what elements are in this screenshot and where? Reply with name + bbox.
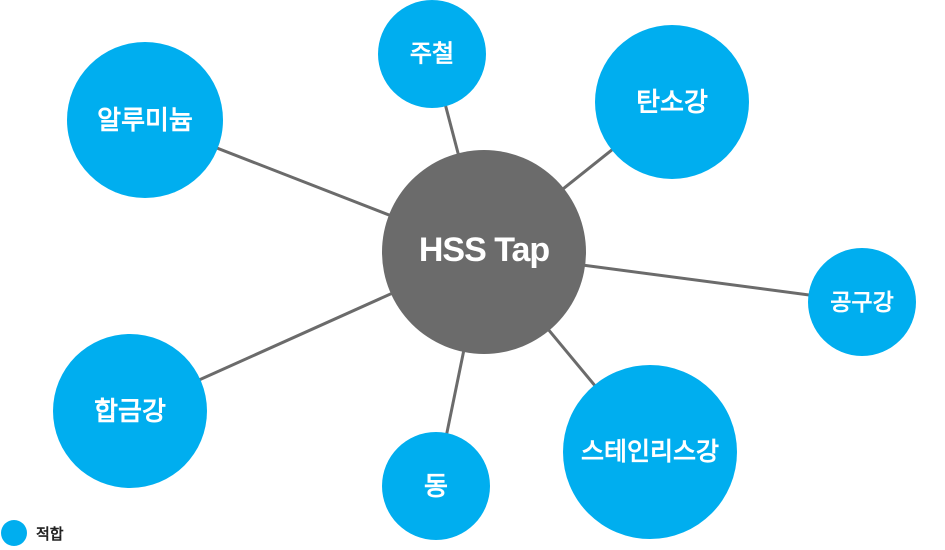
node-carbon-steel: 탄소강 bbox=[595, 25, 749, 179]
center-node: HSS Tap bbox=[382, 150, 586, 354]
node-label: 합금강 bbox=[94, 396, 166, 426]
legend-fit-swatch bbox=[1, 520, 27, 546]
node-aluminum: 알루미늄 bbox=[67, 42, 223, 198]
node-label: 스테인리스강 bbox=[581, 438, 719, 466]
node-circle bbox=[67, 42, 223, 198]
legend-fit-label: 적합 bbox=[36, 525, 64, 543]
node-cast-iron: 주철 bbox=[378, 0, 486, 108]
node-circle bbox=[808, 248, 916, 356]
node-label: 탄소강 bbox=[636, 87, 708, 117]
node-alloy-steel: 합금강 bbox=[53, 334, 207, 488]
legend: 적합 bbox=[1, 520, 64, 546]
node-label: 공구강 bbox=[830, 289, 893, 315]
node-label: 주철 bbox=[410, 41, 454, 68]
node-circle bbox=[563, 365, 737, 539]
node-circle bbox=[53, 334, 207, 488]
center-label: HSS Tap bbox=[419, 231, 550, 269]
node-stainless-steel: 스테인리스강 bbox=[563, 365, 737, 539]
node-circle bbox=[382, 432, 490, 540]
node-label: 동 bbox=[424, 471, 448, 501]
node-circle bbox=[378, 0, 486, 108]
node-circle bbox=[595, 25, 749, 179]
node-label: 알루미늄 bbox=[97, 105, 193, 135]
node-tool-steel: 공구강 bbox=[808, 248, 916, 356]
node-copper: 동 bbox=[382, 432, 490, 540]
